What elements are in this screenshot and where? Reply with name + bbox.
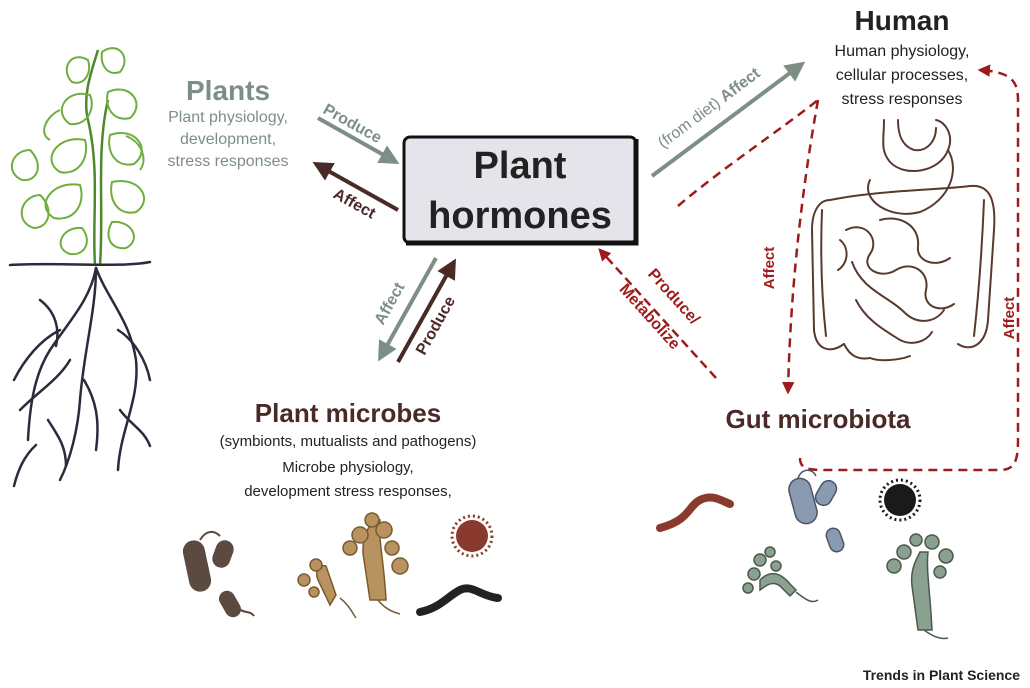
plant-microbe-spirillum — [416, 584, 502, 616]
plants-affect-label: Affect — [330, 186, 378, 223]
intestine-illustration — [810, 119, 996, 362]
plants-affect-arrow — [312, 162, 399, 212]
plant-illustration — [10, 47, 145, 266]
plants-desc-line2: development, — [180, 131, 276, 148]
center-title-line2: hormones — [428, 195, 612, 237]
human-desc-line1: Human physiology, — [835, 43, 970, 60]
human-desc-line3: stress responses — [842, 91, 963, 108]
plant-microbes-desc-line1: Microbe physiology, — [282, 459, 413, 476]
gut-microbe-spirillum — [656, 493, 734, 532]
human-desc-line2: cellular processes, — [836, 67, 969, 84]
microbes-affect-arrow — [378, 257, 438, 362]
gut-microbe-fungus-small — [742, 546, 819, 603]
loop-affect-left-label: Affect — [761, 247, 778, 290]
center-title-line1: Plant — [474, 145, 567, 187]
loop-affect-right-label: Affect — [1001, 297, 1018, 340]
plant-microbes-subtitle: (symbionts, mutualists and pathogens) — [220, 433, 477, 450]
plants-title: Plants — [186, 75, 270, 106]
plant-microbe-bacilli — [182, 530, 255, 618]
human-affect-arrow — [650, 61, 806, 178]
human-diet-text: (from diet) — [655, 95, 724, 152]
plants-desc-line1: Plant physiology, — [168, 109, 288, 126]
plant-microbe-cocci — [450, 514, 494, 558]
journal-credit: Trends in Plant Science — [863, 667, 1020, 683]
plant-microbes-desc-line2: development stress responses, — [244, 483, 452, 500]
plant-hormones-box: Plant hormones — [402, 135, 639, 246]
plant-microbes-title: Plant microbes — [255, 398, 441, 428]
gut-microbe-bacilli — [788, 469, 845, 553]
root-illustration — [8, 260, 152, 488]
gut-microbiota-title: Gut microbiota — [726, 404, 911, 434]
microbes-produce-arrow — [396, 258, 456, 363]
human-title: Human — [855, 5, 950, 36]
human-diet-label: (from diet) Affect — [655, 65, 764, 152]
gut-produce-arrow — [598, 248, 717, 379]
plants-desc-line3: stress responses — [168, 153, 289, 170]
human-gut-loop — [677, 64, 1020, 472]
gut-microbe-cocci — [878, 478, 922, 522]
gut-microbe-fungus-large — [886, 533, 954, 640]
plant-microbe-fungus — [297, 512, 409, 619]
plants-produce-arrow — [317, 116, 400, 164]
